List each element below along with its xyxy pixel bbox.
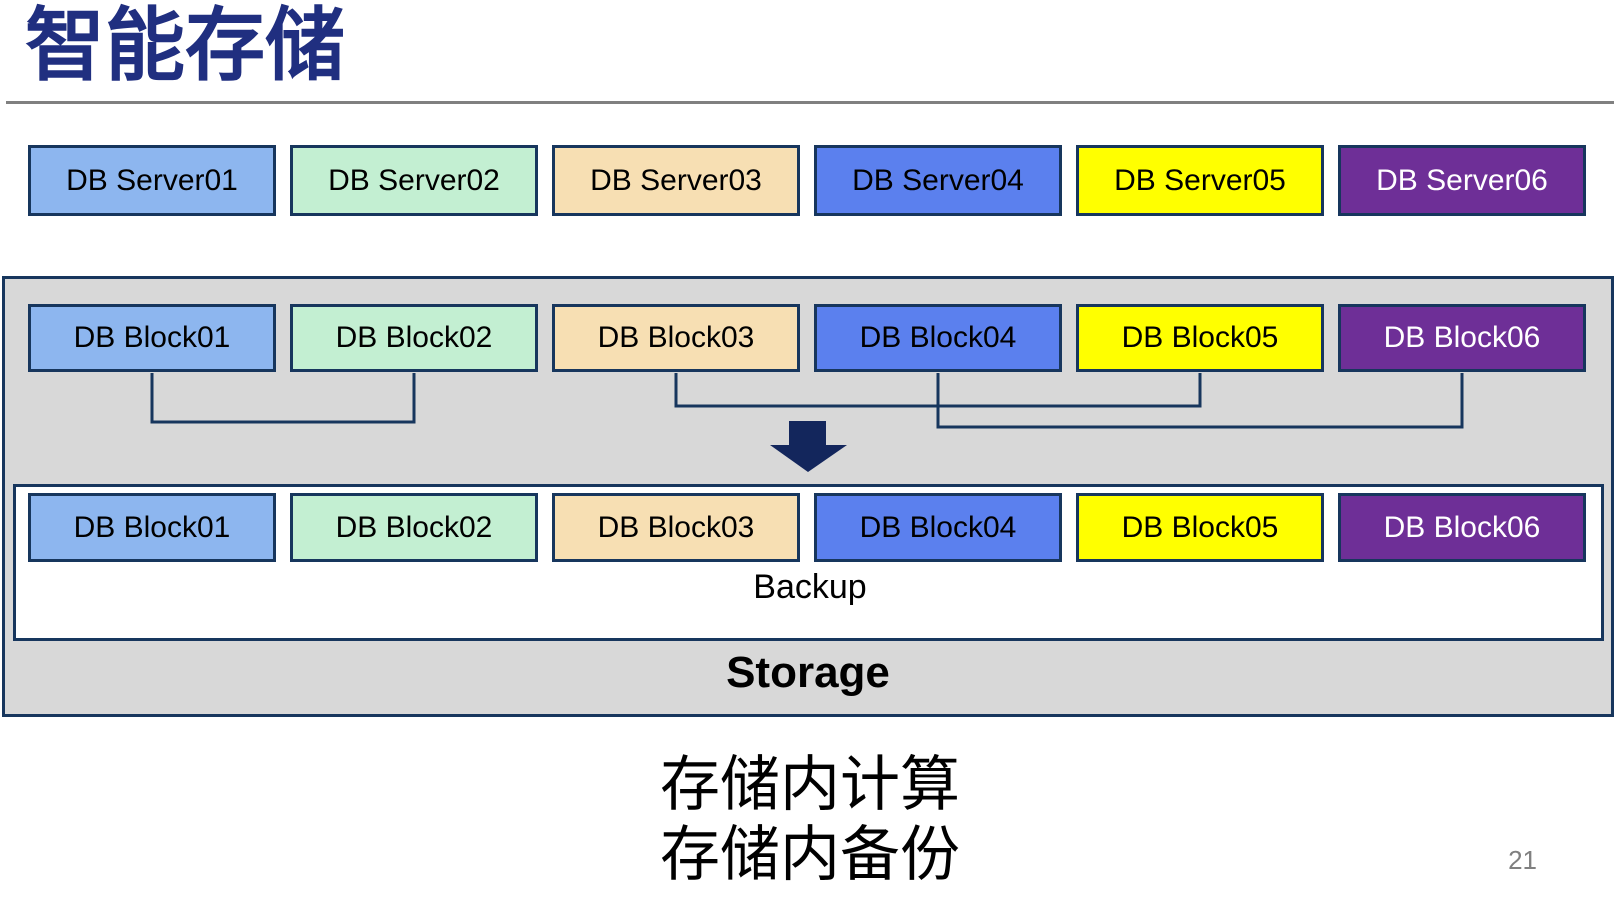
blocks-top-box-5: DB Block05 bbox=[1076, 304, 1324, 372]
servers-box-1: DB Server01 bbox=[28, 145, 276, 216]
servers-box-2: DB Server02 bbox=[290, 145, 538, 216]
title-divider bbox=[6, 101, 1614, 104]
servers-box-6: DB Server06 bbox=[1338, 145, 1586, 216]
servers-box-3: DB Server03 bbox=[552, 145, 800, 216]
blocks-top-box-6: DB Block06 bbox=[1338, 304, 1586, 372]
blocks-bottom-box-5: DB Block05 bbox=[1076, 493, 1324, 562]
blocks-bottom-box-4: DB Block04 bbox=[814, 493, 1062, 562]
blocks-top-box-2: DB Block02 bbox=[290, 304, 538, 372]
page-title: 智能存储 bbox=[25, 1, 345, 90]
backup-label: Backup bbox=[753, 568, 867, 606]
page-number: 21 bbox=[1508, 845, 1537, 875]
blocks-bottom-box-3: DB Block03 bbox=[552, 493, 800, 562]
blocks-bottom-box-6: DB Block06 bbox=[1338, 493, 1586, 562]
servers-box-5: DB Server05 bbox=[1076, 145, 1324, 216]
blocks-top-box-4: DB Block04 bbox=[814, 304, 1062, 372]
caption-line-1: 存储内计算 bbox=[660, 751, 960, 818]
blocks-top-box-1: DB Block01 bbox=[28, 304, 276, 372]
caption-line-2: 存储内备份 bbox=[660, 821, 960, 888]
blocks-top-box-3: DB Block03 bbox=[552, 304, 800, 372]
blocks-bottom-box-1: DB Block01 bbox=[28, 493, 276, 562]
caption-block: 存储内计算 存储内备份 bbox=[0, 750, 1620, 890]
blocks-bottom-box-2: DB Block02 bbox=[290, 493, 538, 562]
storage-label: Storage bbox=[726, 648, 890, 697]
servers-box-4: DB Server04 bbox=[814, 145, 1062, 216]
